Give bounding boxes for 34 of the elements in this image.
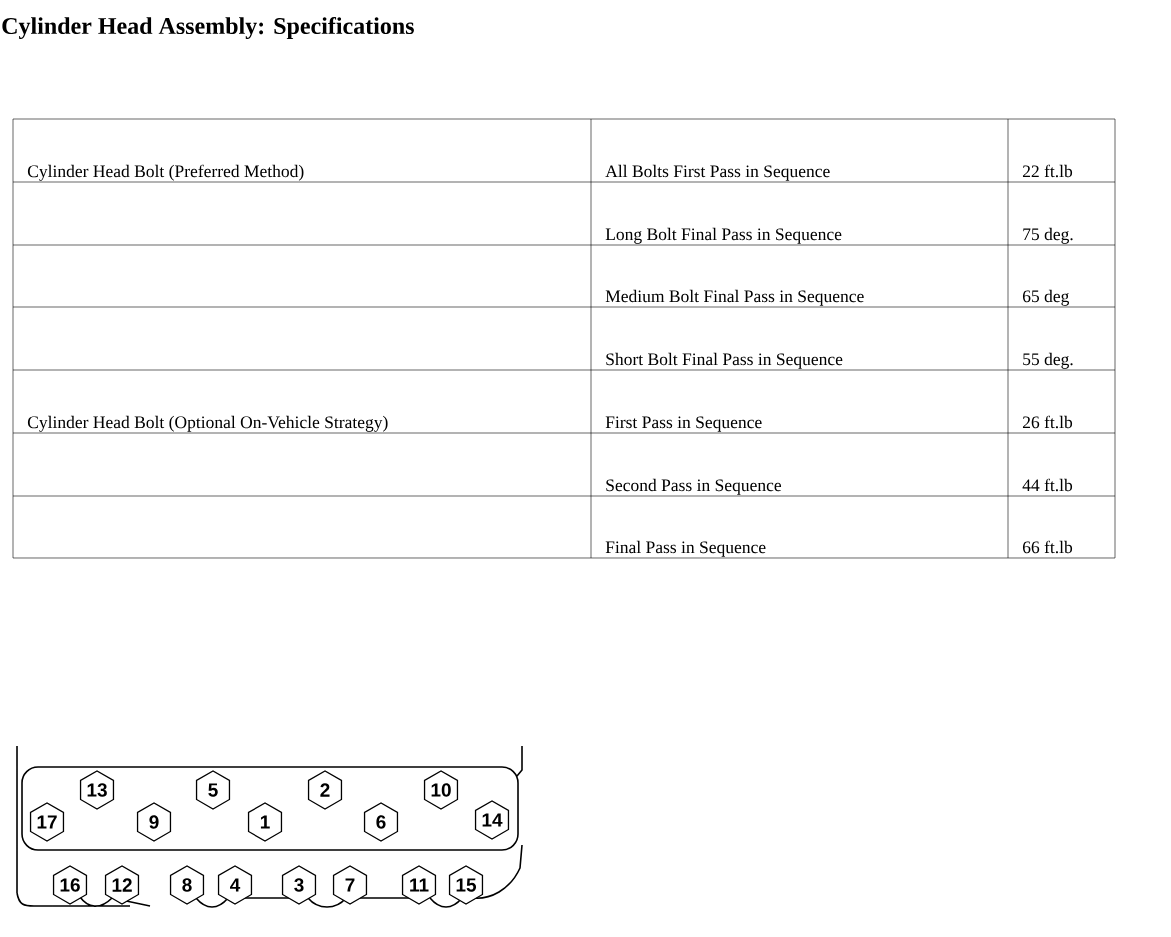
bolt-hexagon: 5 xyxy=(195,770,231,810)
bolt-hexagon: 14 xyxy=(474,800,510,840)
bolt-hexagon: 16 xyxy=(52,865,88,905)
table-cell-text: 26 ft.lb xyxy=(1022,415,1073,429)
table-cell-text: 55 deg. xyxy=(1023,352,1073,369)
table-cell-text: 75 deg. xyxy=(1023,227,1073,244)
table-cell-text: Medium Bolt Final Pass in Sequence xyxy=(605,289,864,306)
bolt-hexagon: 7 xyxy=(332,865,368,905)
table-cell-text: 44 ft.lb xyxy=(1022,478,1073,492)
table-cell-text: 65 deg xyxy=(1022,289,1069,306)
table-cell-text: Cylinder Head Bolt (Preferred Method) xyxy=(27,164,304,181)
table-cell-text: Long Bolt Final Pass in Sequence xyxy=(605,227,842,244)
table-cell-text: 66 ft.lb xyxy=(1022,540,1073,554)
bolt-hexagon: 1 xyxy=(247,802,283,842)
bolt-hexagon: 8 xyxy=(169,865,205,905)
bolt-hexagon: 10 xyxy=(423,770,459,810)
bolt-hexagon: 17 xyxy=(29,802,65,842)
table-cell-text: First Pass in Sequence xyxy=(605,416,762,432)
bolt-hexagon: 9 xyxy=(136,802,172,842)
bolt-hexagon: 6 xyxy=(363,802,399,842)
bolt-hexagon: 15 xyxy=(448,865,484,905)
table-cell-text: Second Pass in Sequence xyxy=(606,478,782,495)
table-cell-text: Short Bolt Final Pass in Sequence xyxy=(606,352,843,369)
table-cell-text: 22 ft.lb xyxy=(1022,164,1073,178)
bolt-hexagon: 13 xyxy=(79,770,115,810)
bolt-hexagon: 12 xyxy=(104,865,140,905)
bolt-hexagon: 2 xyxy=(307,770,343,810)
table-cell-text: Cylinder Head Bolt (Optional On-Vehicle Strategy) xyxy=(27,415,388,432)
table-cell-text: Final Pass in Sequence xyxy=(605,540,766,557)
bolt-hexagon: 4 xyxy=(217,865,253,905)
bolt-hexagon: 3 xyxy=(281,865,317,905)
title: Cylinder Head Assembly: Specifications xyxy=(2,16,414,40)
bolt-hexagon: 11 xyxy=(401,865,437,905)
table-cell-text: All Bolts First Pass in Sequence xyxy=(605,164,830,181)
